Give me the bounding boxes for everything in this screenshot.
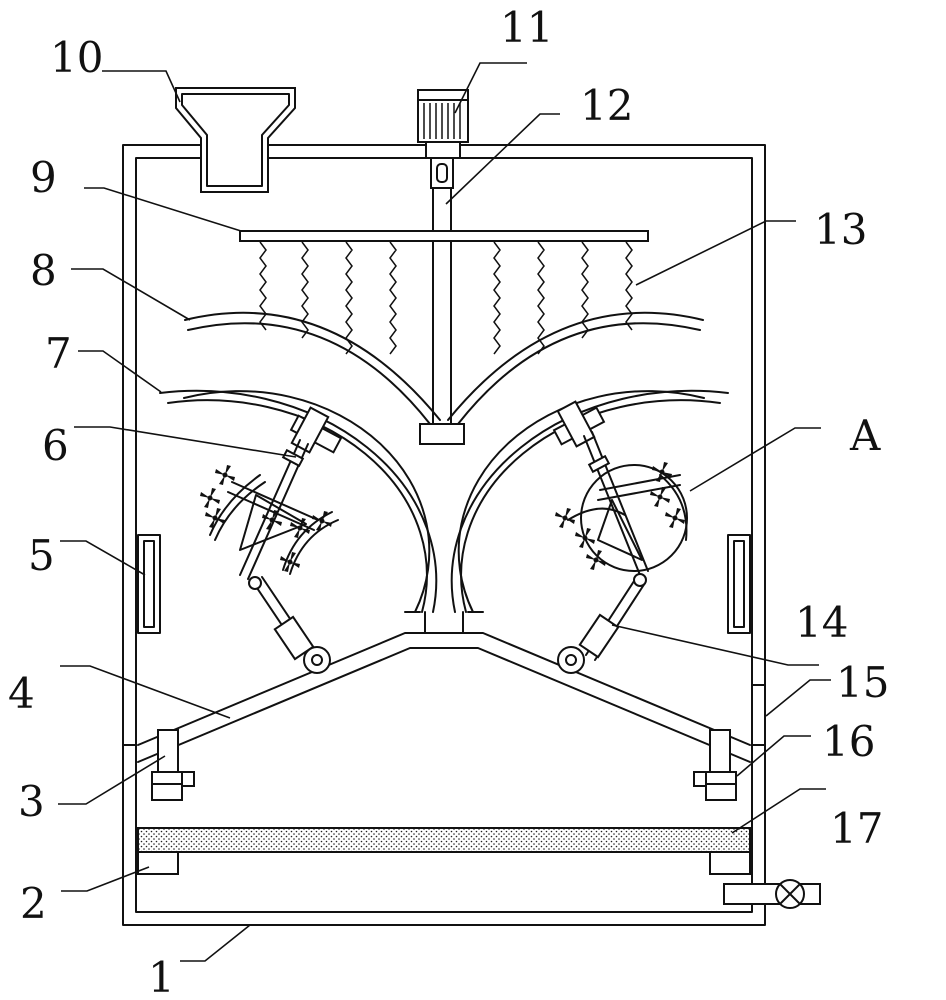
part-labels: 10 11 12 9 13 8 7 6 A 5 14 4 15 16 3 17 … (8, 3, 889, 1000)
spray-crossbar (239, 230, 649, 242)
label-12: 12 (580, 81, 633, 130)
label-7: 7 (45, 329, 72, 378)
label-3: 3 (18, 777, 45, 826)
side-seams (122, 684, 766, 746)
label-6: 6 (42, 421, 69, 470)
label-a: A (849, 411, 881, 460)
screen-basins (159, 389, 729, 633)
detail-a-circle (580, 464, 688, 572)
right-agitator (552, 400, 688, 674)
sloped-floor-plates (137, 632, 751, 763)
side-windows (137, 534, 751, 634)
left-discharge-valve (151, 729, 195, 801)
label-13: 13 (814, 205, 867, 254)
label-14: 14 (795, 598, 848, 647)
label-17: 17 (830, 804, 883, 853)
label-2: 2 (20, 879, 47, 928)
label-10: 10 (50, 33, 103, 82)
right-discharge-valve (693, 729, 737, 801)
support-blocks (137, 851, 751, 875)
label-4: 4 (8, 669, 35, 718)
label-16: 16 (822, 717, 875, 766)
upper-arc-plates (184, 311, 704, 425)
drive-motor (417, 89, 469, 159)
label-8: 8 (30, 246, 57, 295)
label-11: 11 (500, 3, 553, 52)
drive-shaft (419, 157, 465, 445)
feed-hopper (175, 87, 296, 193)
label-1: 1 (148, 953, 175, 1000)
left-agitator (200, 406, 343, 674)
label-15: 15 (836, 658, 889, 707)
filter-layer (137, 827, 751, 853)
drain-valve (723, 879, 821, 909)
label-5: 5 (28, 531, 55, 580)
leader-lines (58, 62, 831, 962)
label-9: 9 (30, 153, 57, 202)
spring-set (259, 241, 633, 355)
